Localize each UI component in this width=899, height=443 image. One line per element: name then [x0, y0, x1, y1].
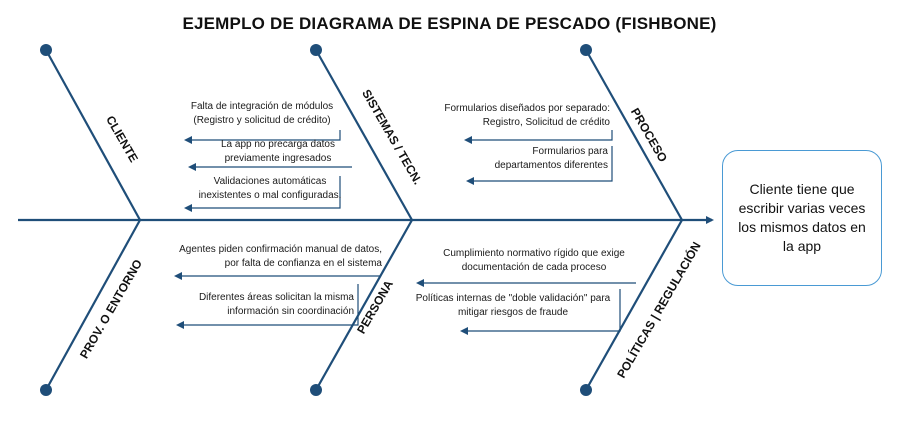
- subcause-arrows-sistemas: [184, 130, 352, 212]
- cause-politicas-2: Políticas internas de "doble validación"…: [415, 293, 611, 318]
- arrow-sistemas-1: [184, 130, 341, 144]
- cause-proceso-1: Formularios diseñados por separado: Regi…: [444, 103, 610, 128]
- cause-sistemas-3: Validaciones automáticas inexistentes o …: [198, 176, 342, 201]
- cause-persona-2: Diferentes áreas solicitan la misma info…: [198, 292, 354, 317]
- node-cliente: [40, 44, 52, 56]
- arrow-sistemas-3: [184, 176, 341, 212]
- cause-sistemas-1: Falta de integración de módulos (Registr…: [190, 101, 334, 126]
- outcome-text: Cliente tiene que escribir varias veces …: [738, 181, 866, 254]
- arrow-politicas-2: [460, 289, 621, 335]
- subcause-arrows-politicas: [416, 279, 636, 335]
- bone-persona: [315, 219, 413, 391]
- node-sistemas: [310, 44, 322, 56]
- bone-politicas: [585, 219, 683, 391]
- subcause-arrows-proceso: [464, 130, 613, 185]
- outcome-box: Cliente tiene que escribir varias veces …: [722, 150, 882, 286]
- cause-proceso-2: Formularios para departamentos diferente…: [494, 146, 608, 171]
- cause-persona-1: Agentes piden confirmación manual de dat…: [179, 244, 382, 269]
- arrow-proceso-2: [466, 146, 613, 185]
- diagram-title: EJEMPLO DE DIAGRAMA DE ESPINA DE PESCADO…: [182, 14, 717, 33]
- node-persona: [310, 384, 322, 396]
- bone-proceso: [585, 49, 683, 221]
- node-proceso: [580, 44, 592, 56]
- bone-entorno: [45, 219, 141, 391]
- arrow-persona-2: [176, 284, 359, 329]
- cause-sistemas-2: La app no precarga datos previamente ing…: [221, 139, 335, 164]
- cause-politicas-1: Cumplimiento normativo rígido que exige …: [443, 248, 625, 273]
- bone-cliente: [45, 49, 141, 221]
- bone-sistemas: [315, 49, 413, 221]
- arrow-proceso-1: [464, 130, 613, 144]
- subcause-arrows-persona: [174, 272, 380, 329]
- node-politicas: [580, 384, 592, 396]
- node-entorno: [40, 384, 52, 396]
